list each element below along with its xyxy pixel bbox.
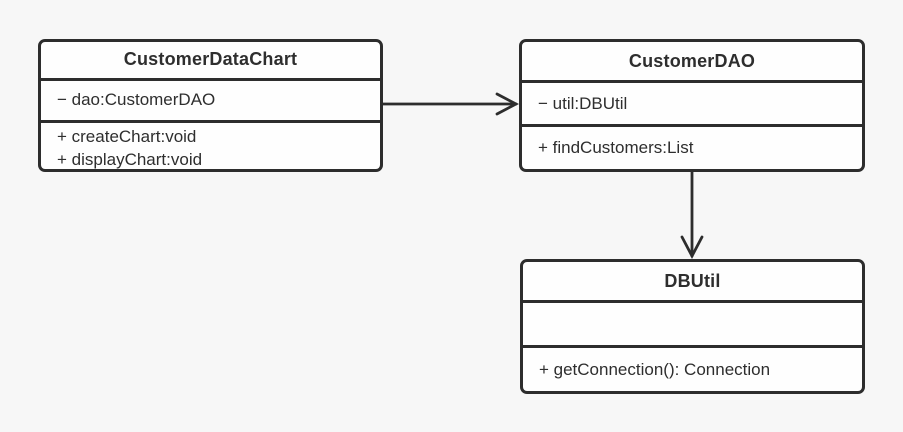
arrow-datachart-to-dao: [381, 92, 520, 116]
attributes-section: − dao:CustomerDAO: [41, 81, 380, 123]
methods-section: + getConnection(): Connection: [523, 348, 862, 391]
method-getconnection: + getConnection(): Connection: [539, 359, 771, 379]
class-name-customerdao: CustomerDAO: [522, 42, 862, 83]
class-box-customerdatachart: CustomerDataChart − dao:CustomerDAO + cr…: [38, 39, 383, 172]
class-box-dbutil: DBUtil + getConnection(): Connection: [520, 259, 865, 394]
class-box-customerdao: CustomerDAO − util:DBUtil + findCustomer…: [519, 39, 865, 172]
attributes-section: − util:DBUtil: [522, 83, 862, 127]
class-name-customerdatachart: CustomerDataChart: [41, 42, 380, 81]
methods-section: + createChart:void + displayChart:void: [41, 123, 380, 169]
attribute-dao: − dao:CustomerDAO: [57, 90, 216, 110]
class-name-dbutil: DBUtil: [523, 262, 862, 303]
method-findcustomers: + findCustomers:List: [538, 138, 694, 157]
arrow-dao-to-dbutil: [680, 170, 704, 260]
method-displaychart: + displayChart:void: [57, 149, 203, 169]
methods-section: + findCustomers:List: [522, 127, 862, 169]
method-createchart: + createChart:void: [57, 126, 197, 146]
attribute-util: − util:DBUtil: [538, 93, 628, 113]
attributes-section-empty: [523, 303, 862, 348]
